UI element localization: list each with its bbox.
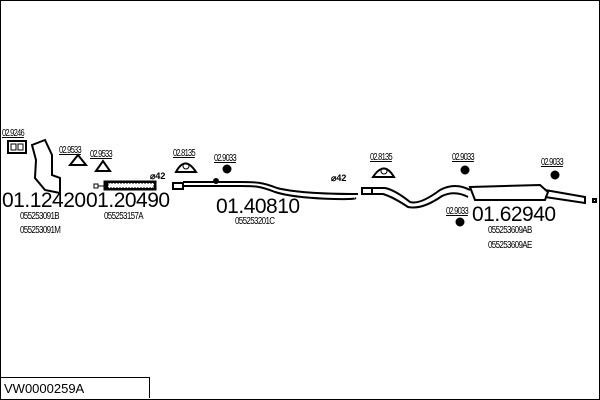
triangle-gasket-icon (67, 153, 89, 166)
oem-ref: 055253091B (20, 211, 60, 222)
oem-ref: 055253609AB (488, 225, 532, 236)
accessory-label: 02.8135 (370, 152, 393, 163)
catalytic-converter-icon (30, 138, 61, 195)
part-number[interactable]: 01.62940 (472, 203, 556, 226)
accessory-label: 02.8135 (173, 148, 196, 159)
diagram-code: VW0000259A (0, 377, 150, 398)
hanger-ring-icon (222, 164, 232, 174)
part-number[interactable]: 01.12420 (2, 189, 86, 212)
part-number[interactable]: 01.40810 (216, 195, 300, 218)
accessory-label: 02.9033 (452, 152, 475, 163)
oem-ref: 055253609AE (488, 240, 532, 251)
diameter-label: ⌀42 (331, 173, 347, 183)
part-number[interactable]: 01.20490 (86, 189, 170, 212)
gasket-icon (7, 140, 27, 154)
accessory-label: 02.9033 (541, 157, 564, 168)
accessory-label: 02.9246 (2, 128, 25, 139)
hanger-ring-icon (550, 170, 560, 180)
oem-ref: 055253157A (104, 211, 144, 222)
oem-ref: 055253091M (20, 225, 61, 236)
rear-silencer-icon (361, 183, 597, 209)
hanger-ring-icon (460, 165, 470, 175)
triangle-gasket-icon (94, 159, 112, 172)
accessory-label: 02.9033 (214, 153, 237, 164)
diameter-label: ⌀42 (150, 171, 166, 181)
rubber-mount-icon (371, 167, 396, 178)
hanger-ring-icon (455, 217, 465, 227)
flex-pipe-icon (93, 180, 157, 191)
front-pipe-icon (172, 178, 359, 201)
rubber-mount-icon (174, 162, 198, 173)
accessory-label: 02.9533 (59, 145, 82, 156)
oem-ref: 055253201C (235, 216, 275, 227)
accessory-label: 02.9533 (90, 149, 113, 160)
accessory-label: 02.9033 (446, 206, 469, 217)
